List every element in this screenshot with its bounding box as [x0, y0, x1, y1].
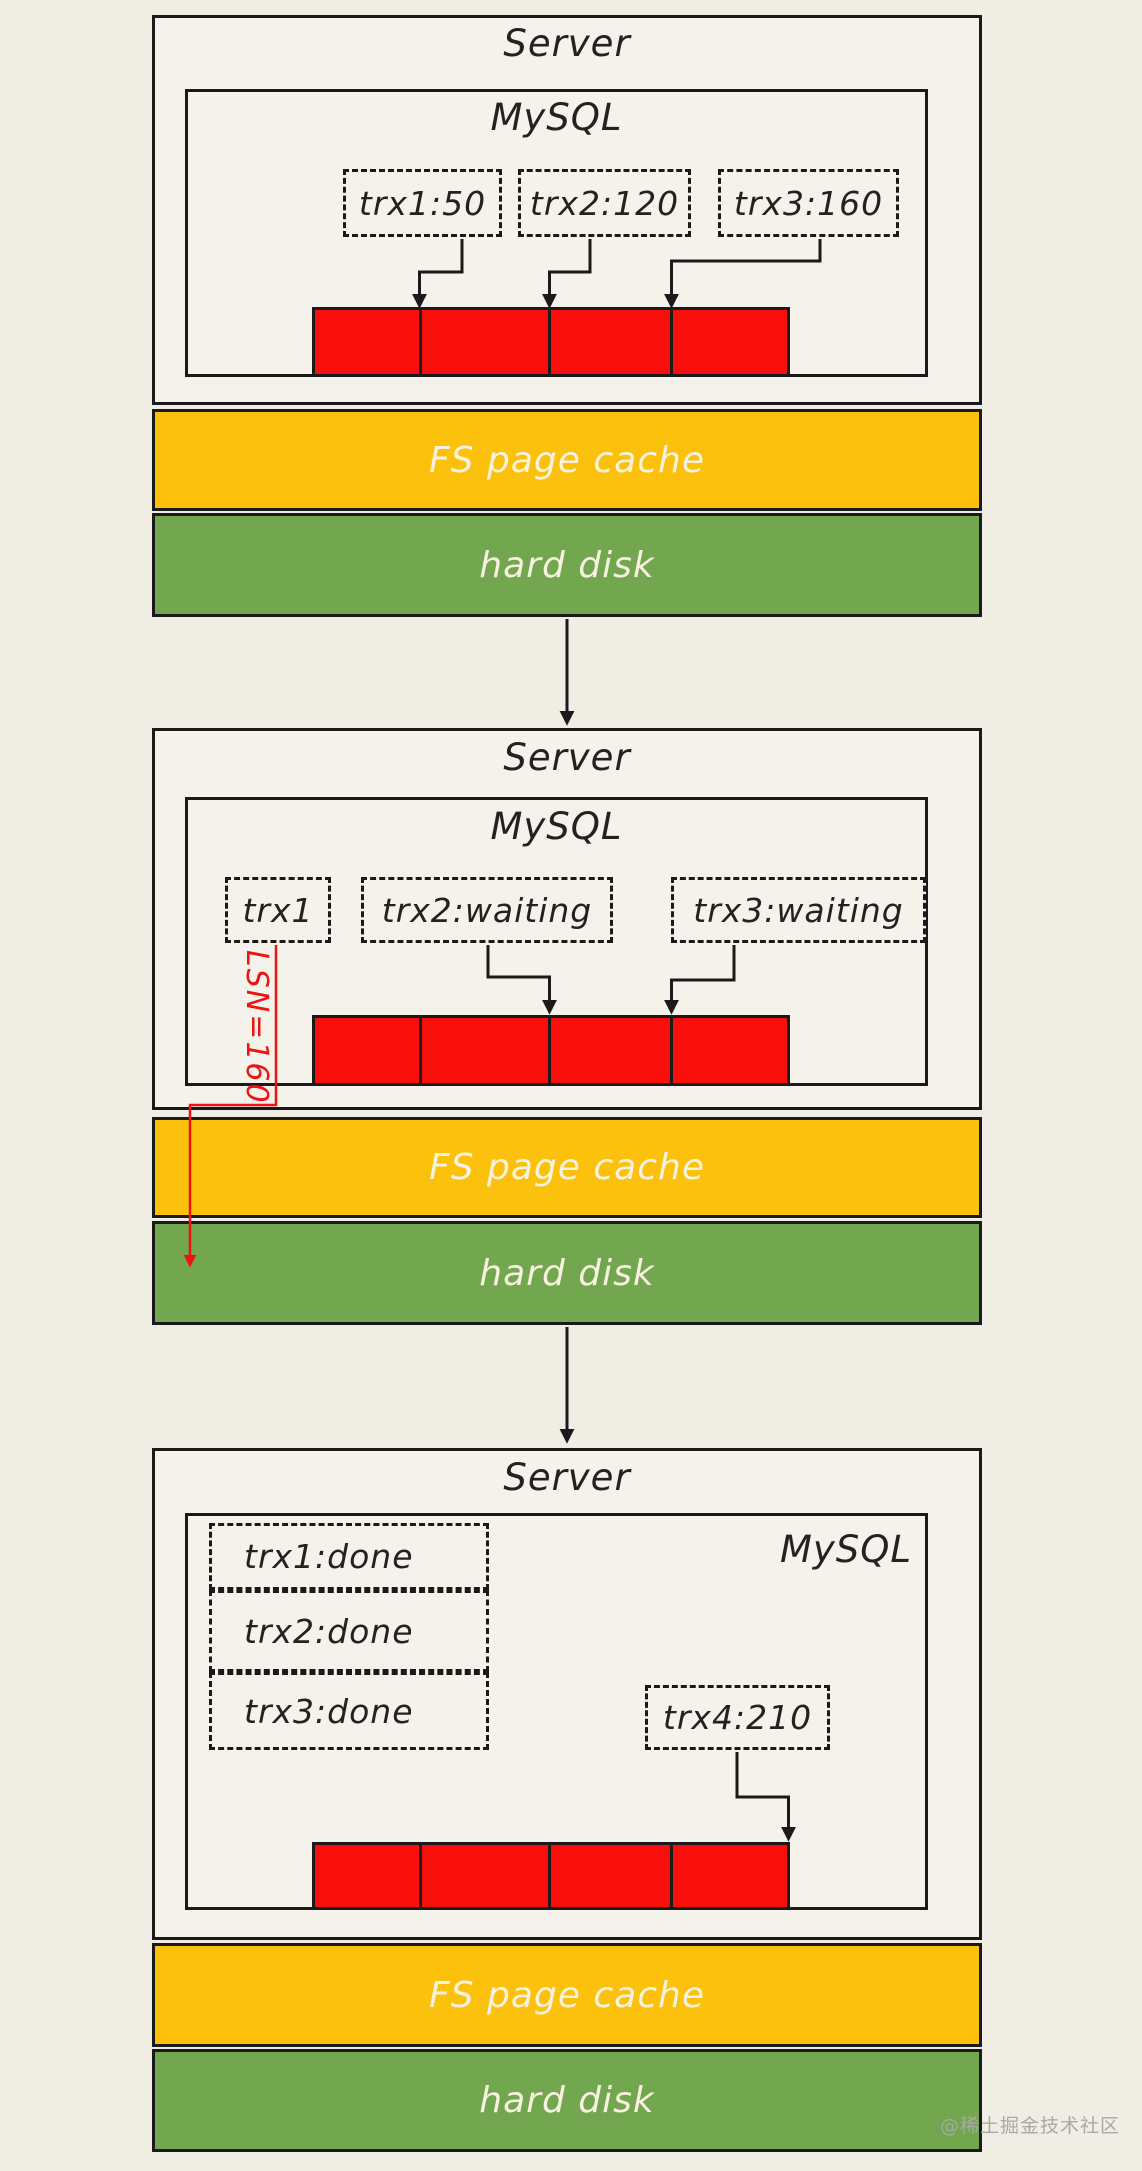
stage1-buffer-divider-1: [419, 310, 422, 374]
stage2-trx2-box: trx2:waiting: [361, 877, 613, 943]
stage1-mysql-title: MySQL: [490, 96, 623, 139]
stage3-hard-disk-bar: hard disk: [152, 2049, 982, 2152]
stage3-fs-page-cache-bar: FS page cache: [152, 1943, 982, 2047]
stage2-fs-page-cache-bar: FS page cache: [152, 1117, 982, 1218]
stage1-trx1-box: trx1:50: [343, 169, 502, 237]
stage2-buffer-divider-1: [419, 1018, 422, 1083]
stage3-buffer-divider-3: [670, 1845, 673, 1907]
stage2-buffer-divider-2: [548, 1018, 551, 1083]
stage1-trx3-box: trx3:160: [718, 169, 899, 237]
stage2-hard-disk-bar: hard disk: [152, 1221, 982, 1325]
stage1-trx2-box: trx2:120: [518, 169, 691, 237]
stage2-buffer-divider-3: [670, 1018, 673, 1083]
stage3-trx3-box: trx3:done: [209, 1672, 489, 1750]
stage1-fs-page-cache-bar: FS page cache: [152, 409, 982, 511]
stage2-log-buffer: [312, 1015, 790, 1086]
stage3-trx1-box: trx1:done: [209, 1523, 489, 1590]
stage2-server-title: Server: [503, 736, 631, 779]
stage1-server-title: Server: [503, 22, 631, 65]
stage3-trx2-box: trx2:done: [209, 1590, 489, 1672]
stage1-buffer-divider-3: [670, 310, 673, 374]
stage3-log-buffer: [312, 1842, 790, 1910]
stage1-buffer-divider-2: [548, 310, 551, 374]
stage1-hard-disk-bar: hard disk: [152, 513, 982, 617]
stage1-log-buffer: [312, 307, 790, 377]
stage2-trx3-box: trx3:waiting: [671, 877, 926, 943]
stage2-lsn-label: LSN=160: [239, 950, 274, 1105]
stage2-trx1-box: trx1: [225, 877, 331, 943]
watermark-text: @稀土掘金技术社区: [940, 2115, 1121, 2137]
stage3-mysql-title: MySQL: [779, 1528, 912, 1571]
stage3-buffer-divider-1: [419, 1845, 422, 1907]
stage3-buffer-divider-2: [548, 1845, 551, 1907]
stage3-server-title: Server: [503, 1456, 631, 1499]
stage2-mysql-title: MySQL: [490, 805, 623, 848]
stage3-trx4-box: trx4:210: [645, 1685, 830, 1750]
